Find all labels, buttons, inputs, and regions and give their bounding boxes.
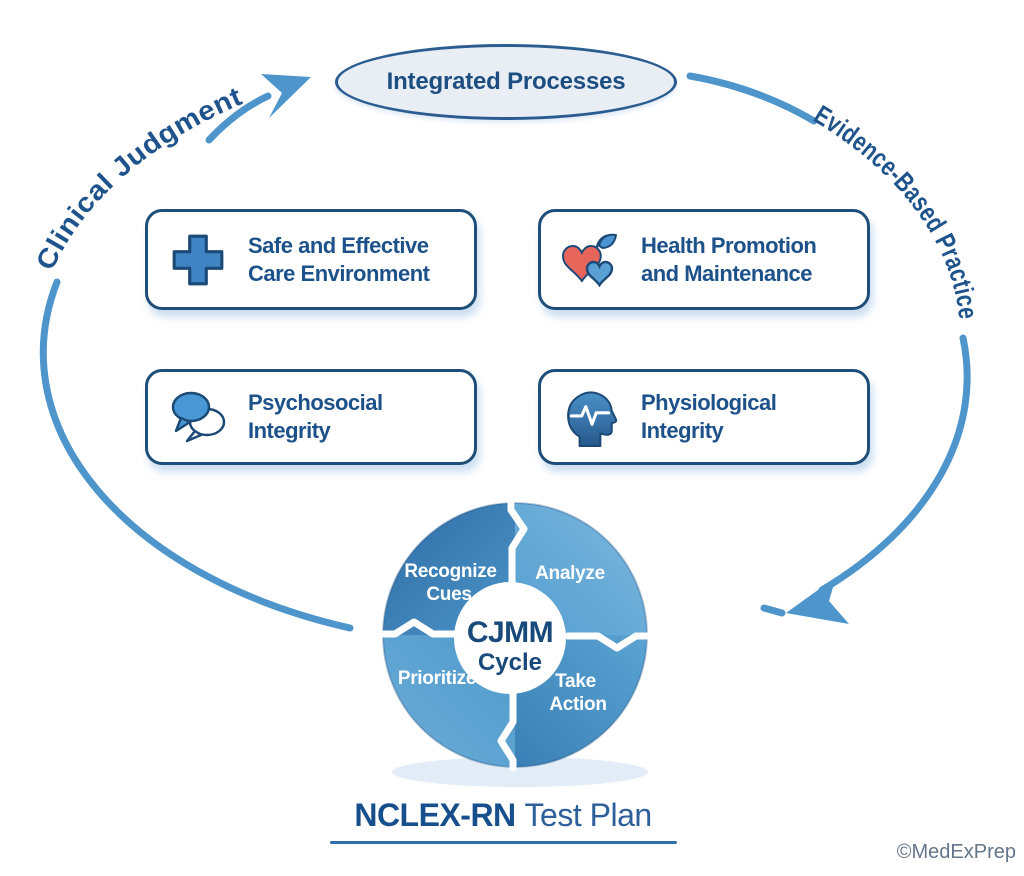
- medical-cross-icon: [167, 231, 229, 289]
- cycle-dividers: [378, 497, 652, 772]
- divider-bottom: [497, 684, 517, 772]
- category-label-line2: Integrity: [641, 418, 724, 443]
- category-label-line2: Integrity: [248, 418, 331, 443]
- diagram-title: NCLEX-RN Test Plan: [329, 797, 677, 844]
- category-label-line2: and Maintenance: [641, 260, 812, 286]
- segment-label-recognize-cues: Recognize Cues: [404, 561, 501, 605]
- left-arrow-tail: [205, 92, 272, 144]
- category-label-line1: Safe and Effective: [248, 232, 429, 258]
- category-label-line2: Care Environment: [248, 260, 430, 286]
- segment-label-prioritize: Prioritize: [398, 668, 476, 689]
- diagram-title-text: NCLEX-RN Test Plan: [329, 797, 677, 834]
- title-underline: [329, 841, 677, 844]
- category-label-line1: Physiological: [641, 390, 777, 416]
- cycle-center-circle: [454, 582, 566, 694]
- title-regular-part: Test Plan: [524, 797, 653, 833]
- segment-label-analyze: Analyze: [535, 563, 605, 584]
- divider-left: [378, 618, 462, 638]
- integrated-processes-node: Integrated Processes: [335, 44, 677, 120]
- divider-top: [507, 497, 528, 589]
- category-label-line1: Health Promotion: [641, 232, 817, 258]
- category-box-health-promotion: Health Promotion and Maintenance: [538, 209, 870, 310]
- category-label: Psychosocial Integrity: [248, 389, 383, 445]
- watermark: ©MedExPrep: [896, 841, 1016, 863]
- cjmm-cycle: Recognize Cues Analyze Prioritize Take A…: [378, 497, 652, 787]
- apple-heart-icon: [560, 231, 622, 289]
- category-box-physiological-integrity: Physiological Integrity: [538, 369, 870, 465]
- category-box-safe-effective-care: Safe and Effective Care Environment: [145, 209, 477, 310]
- cycle-center-subtitle: Cycle: [478, 649, 542, 676]
- clinical-judgment-arc: [39, 278, 354, 632]
- divider-right: [564, 632, 652, 652]
- segment-label-take-action: Take Action: [549, 671, 606, 715]
- category-box-psychosocial-integrity: Psychosocial Integrity: [145, 369, 477, 465]
- evidence-based-practice-arc: [818, 334, 971, 594]
- integrated-processes-label: Integrated Processes: [386, 68, 626, 95]
- category-label: Safe and Effective Care Environment: [248, 232, 430, 288]
- arc-end-dash: [760, 604, 786, 617]
- speech-bubbles-icon: [167, 389, 229, 445]
- cycle-center-title: CJMM: [467, 616, 553, 649]
- evidence-arc-upper-segment: [686, 72, 818, 125]
- arrowhead-down-left-icon: [786, 577, 849, 624]
- cycle-shadow: [392, 757, 648, 787]
- title-bold-part: NCLEX-RN: [354, 797, 516, 833]
- head-pulse-icon: [560, 387, 622, 447]
- category-label-line1: Psychosocial: [248, 390, 383, 416]
- arrowhead-up-right-icon: [261, 74, 311, 118]
- category-label: Physiological Integrity: [641, 389, 777, 445]
- category-label: Health Promotion and Maintenance: [641, 232, 817, 288]
